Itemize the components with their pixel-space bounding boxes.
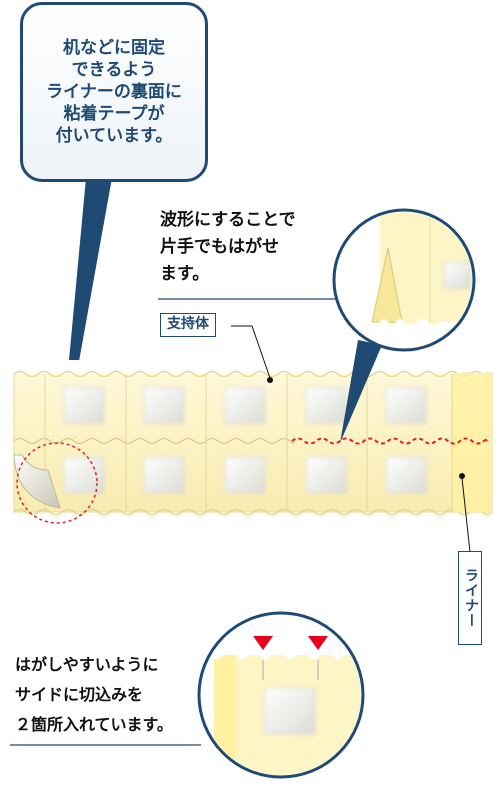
callout-line-3: ライナーの裏面に [46,82,182,102]
gauze-pad [143,456,185,494]
top-wave-edge [10,360,496,377]
gauze-pad [143,386,185,424]
cut-note-line-2: サイドに切込みを [15,685,144,704]
curl-highlight [16,442,98,524]
middle-wave [13,437,295,445]
gauze-pad [385,456,427,494]
cut-marker-1 [253,636,273,650]
cut-note: はがしやすいように サイドに切込みを ２箇所入れています。 [15,650,173,740]
wave-note-line-3: ます。 [160,264,210,284]
liner-label: ライナー [458,551,482,645]
support-label: 支持体 [160,313,216,337]
dashed-wave-marker [291,437,489,445]
gauze-pad [224,386,266,424]
wave-note-line-1: 波形にすることで [160,210,296,230]
cut-note-line-1: はがしやすいように [15,655,159,674]
zoom-circle-wave [332,208,476,352]
callout-line-4: 粘着テープが [63,104,165,124]
bottom-wave-line [13,508,493,516]
callout-line-1: 机などに固定 [63,38,165,58]
gauze-pad [63,386,105,424]
wave-note-line-2: 片手でもはがせ [160,237,279,257]
callout-line-5: 付いています。 [55,126,173,146]
gauze-pad [305,386,347,424]
gauze-pad [305,456,347,494]
bandage-strip [10,360,496,524]
cut-marker-2 [308,636,328,650]
support-leader [231,325,271,379]
cut-note-line-3: ２箇所入れています。 [15,715,173,734]
zoom1-pointer [340,340,382,443]
zoom-circle-cuts [197,611,365,779]
gauze-pad [385,386,427,424]
wave-note: 波形にすることで 片手でもはがせ ます。 [160,207,296,288]
liner-leader-dot [459,473,465,479]
gauze-pad [224,456,266,494]
callout-line-2: できるよう [71,60,157,80]
gauze-pad [63,456,105,494]
top-wave-line [13,370,493,378]
liner-leader [461,477,471,553]
adhesive-callout: 机などに固定 できるよう ライナーの裏面に 粘着テープが 付いています。 [20,2,208,182]
curled-corner [13,454,61,509]
support-leader-dot [267,377,273,383]
